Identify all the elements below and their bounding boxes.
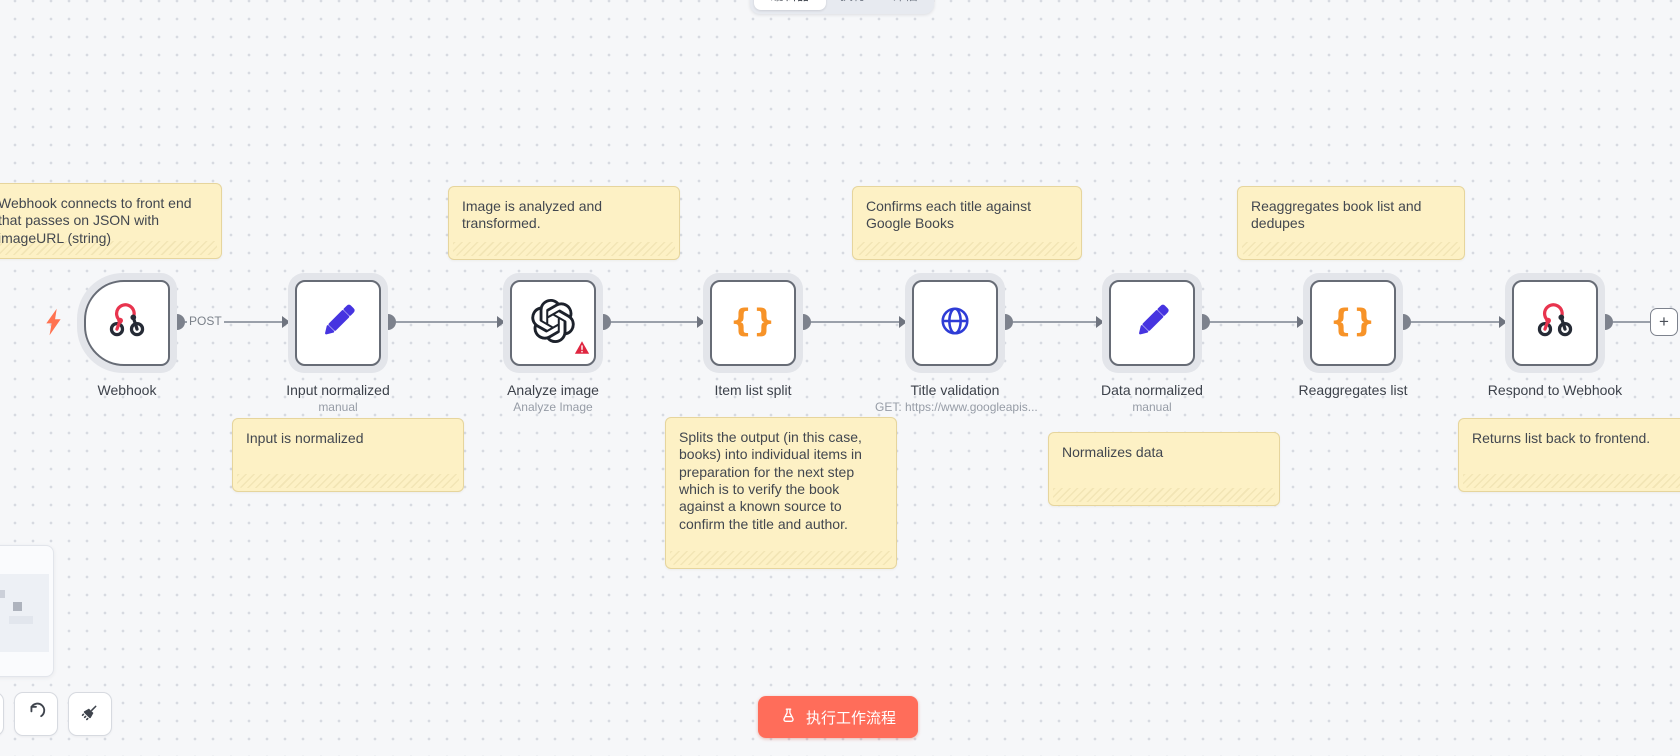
node-label: Data normalized xyxy=(1101,382,1203,398)
node-label: Respond to Webhook xyxy=(1487,382,1623,398)
input-port-arrow xyxy=(697,316,705,328)
minimap-node-marker xyxy=(13,602,22,611)
node-sublabel: Analyze Image xyxy=(513,400,593,414)
add-node-button[interactable]: + xyxy=(1650,308,1678,336)
node-reaggregates-list[interactable]: {} Reaggregates list xyxy=(1273,273,1433,398)
node-label: Title validation xyxy=(910,382,1000,398)
webhook-icon xyxy=(1534,300,1576,347)
node-title-validation[interactable]: Title validation GET: https://www.google… xyxy=(875,273,1038,414)
flask-icon xyxy=(780,707,797,728)
tab-editor[interactable]: 编辑器 xyxy=(754,0,826,10)
tab-executions[interactable]: 执行 xyxy=(828,0,878,10)
connection-line xyxy=(611,321,697,323)
tab-evaluations[interactable]: 评估 xyxy=(880,0,930,10)
execute-workflow-label: 执行工作流程 xyxy=(806,709,897,727)
sticky-note-respond[interactable]: Returns list back to frontend. xyxy=(1458,418,1680,492)
node-data-normalized[interactable]: Data normalized manual xyxy=(1072,273,1232,414)
sticky-note-split[interactable]: Splits the output (in this case, books) … xyxy=(665,417,897,569)
globe-icon xyxy=(935,301,975,346)
view-tab-bar: 编辑器 执行 评估 xyxy=(750,0,934,14)
pencil-icon xyxy=(1132,301,1172,346)
connection-line xyxy=(811,321,899,323)
node-sublabel: manual xyxy=(1132,400,1172,414)
tidy-up-button[interactable] xyxy=(68,692,112,736)
broom-icon xyxy=(80,702,100,727)
connection-line xyxy=(1613,321,1650,323)
node-respond-to-webhook[interactable]: Respond to Webhook xyxy=(1475,273,1635,398)
webhook-icon xyxy=(106,300,148,347)
input-port-arrow xyxy=(1499,316,1507,328)
undo-button[interactable] xyxy=(14,692,58,736)
node-sublabel: GET: https://www.googleapis... xyxy=(875,400,1038,414)
connection-line xyxy=(185,321,282,323)
minimap-node-marker xyxy=(0,590,5,598)
input-port-arrow xyxy=(282,316,290,328)
connection-line xyxy=(1411,321,1499,323)
braces-icon: {} xyxy=(1329,302,1377,339)
node-sublabel: manual xyxy=(318,400,358,414)
minimap-viewport[interactable] xyxy=(0,574,49,652)
pencil-icon xyxy=(318,301,358,346)
minimap-node-marker xyxy=(9,616,33,624)
input-port-arrow xyxy=(1297,316,1305,328)
node-label: Analyze image xyxy=(507,382,599,398)
post-method-label: POST xyxy=(187,314,224,328)
sticky-note-analyze[interactable]: Image is analyzed and transformed. xyxy=(448,186,680,260)
connection-line xyxy=(396,321,497,323)
sticky-note-reaggregate[interactable]: Reaggregates book list and dedupes xyxy=(1237,186,1465,260)
connection-line xyxy=(1210,321,1297,323)
trigger-lightning-icon xyxy=(40,307,66,342)
connection-line xyxy=(1013,321,1096,323)
sticky-note-webhook[interactable]: Webhook connects to front end that passe… xyxy=(0,183,222,259)
sticky-note-validation[interactable]: Confirms each title against Google Books xyxy=(852,186,1082,260)
node-webhook[interactable]: Webhook xyxy=(47,273,207,398)
node-label: Item list split xyxy=(714,382,792,398)
input-port-arrow xyxy=(899,316,907,328)
undo-icon xyxy=(26,701,47,727)
node-item-list-split[interactable]: {} Item list split xyxy=(673,273,833,398)
openai-icon xyxy=(531,298,575,348)
warning-icon xyxy=(574,340,590,360)
input-port-arrow xyxy=(497,316,505,328)
node-label: Reaggregates list xyxy=(1298,382,1408,398)
execute-workflow-button[interactable]: 执行工作流程 xyxy=(758,696,919,738)
minimap[interactable] xyxy=(0,545,54,677)
braces-icon: {} xyxy=(729,302,777,339)
input-port-arrow xyxy=(1096,316,1104,328)
sticky-note-input[interactable]: Input is normalized xyxy=(232,418,464,492)
node-analyze-image[interactable]: Analyze image Analyze Image xyxy=(473,273,633,414)
node-label: Webhook xyxy=(97,382,157,398)
zoom-button-partial[interactable] xyxy=(0,692,4,736)
sticky-note-normalize[interactable]: Normalizes data xyxy=(1048,432,1280,506)
plus-icon: + xyxy=(1659,312,1669,331)
node-input-normalized[interactable]: Input normalized manual xyxy=(258,273,418,414)
node-label: Input normalized xyxy=(286,382,390,398)
